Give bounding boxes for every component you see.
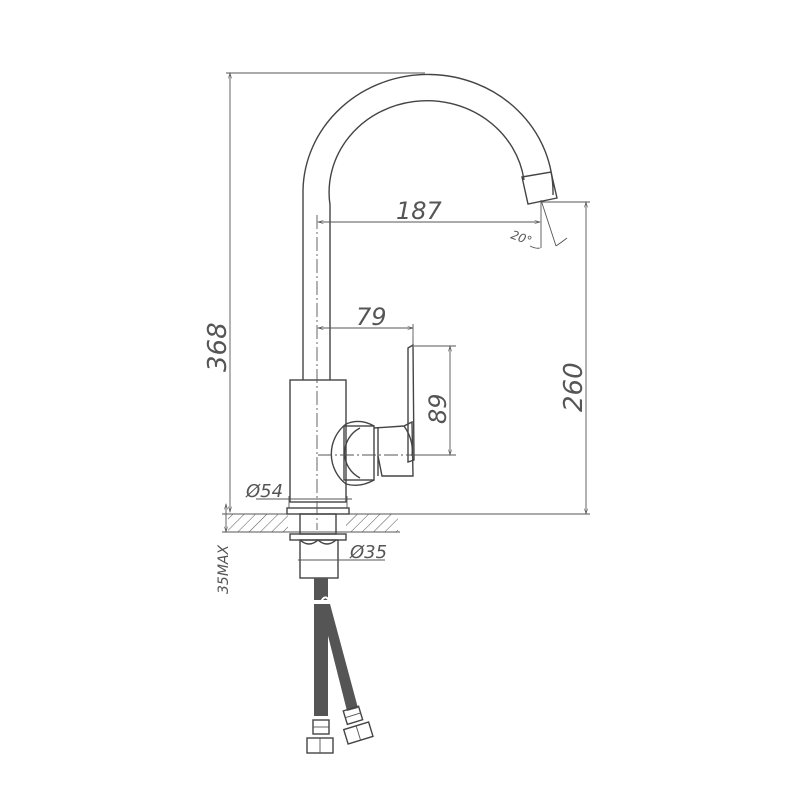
svg-text:260: 260 — [559, 362, 589, 412]
svg-text:Ø54: Ø54 — [245, 481, 283, 502]
dim-counter-thickness: 35MAX — [216, 504, 232, 594]
dim-spout-reach: 187 — [318, 197, 540, 225]
spout — [302, 73, 558, 380]
dim-total-height: 368 — [203, 73, 425, 512]
svg-text:79: 79 — [356, 303, 387, 331]
svg-text:89: 89 — [424, 393, 452, 424]
base-mount — [286, 507, 350, 579]
handle-lever — [373, 343, 415, 477]
svg-text:Ø35: Ø35 — [349, 542, 387, 563]
dim-base-diameter: Ø54 — [245, 481, 352, 508]
svg-text:368: 368 — [203, 322, 233, 372]
faucet-body — [289, 379, 375, 503]
dim-spout-angle: 20° — [509, 199, 568, 249]
dim-shank-diameter: Ø35 — [298, 542, 387, 563]
center-lines — [316, 215, 420, 530]
svg-text:187: 187 — [396, 197, 443, 225]
dim-handle-offset: 79 — [318, 303, 413, 346]
supply-hoses — [306, 578, 374, 754]
dim-spout-height: 260 — [400, 202, 590, 514]
dim-handle-height: 89 — [414, 346, 456, 455]
svg-text:35MAX: 35MAX — [216, 545, 232, 594]
svg-text:20°: 20° — [509, 228, 534, 248]
countertop — [222, 513, 400, 533]
